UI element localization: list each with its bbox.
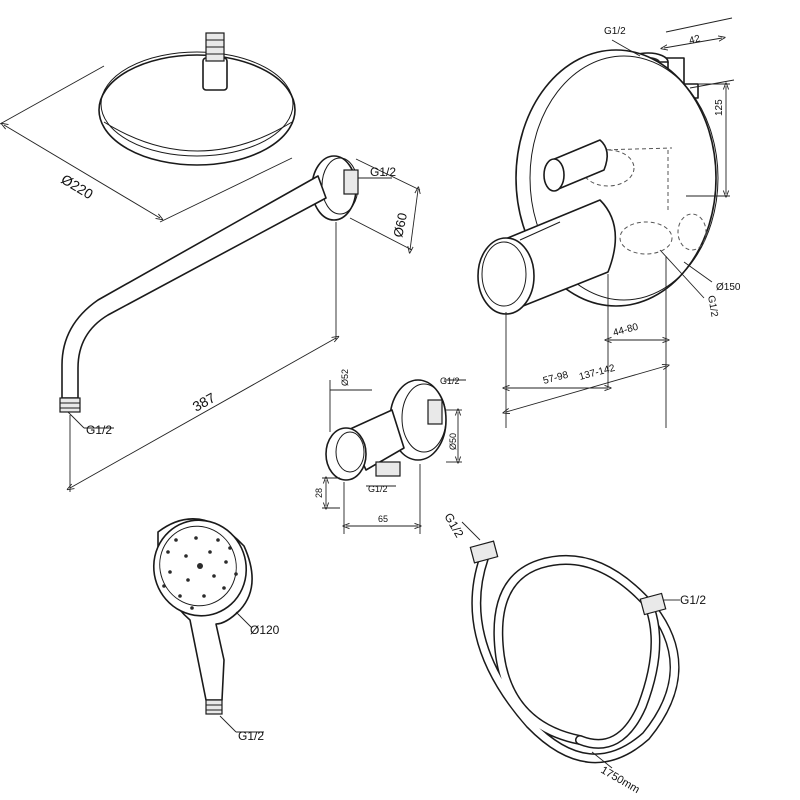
handshower-diameter-label: Ø120	[250, 623, 280, 637]
elbow-height-label: 28	[314, 488, 324, 498]
mixer-plate-diameter-label: Ø150	[716, 282, 741, 293]
elbow-diameter-label: Ø50	[448, 433, 458, 450]
rain-shower-head: Ø220	[0, 32, 296, 223]
arm-thread-label: G1/2	[370, 165, 396, 179]
elbow-thread-top-label: G1/2	[440, 376, 460, 386]
handshower-thread-label: G1/2	[238, 729, 264, 743]
nozzle-pattern	[162, 536, 238, 610]
shower-arm: Ø60 G1/2 387 G1/2	[59, 155, 420, 492]
hose-thread-end-label: G1/2	[680, 593, 706, 607]
shower-hose: G1/2 G1/2 1750mm	[441, 511, 706, 796]
elbow-width-label: Ø52	[340, 369, 350, 386]
hose-length-label: 1750mm	[599, 764, 642, 796]
mixer-side-thread-label: G1/2	[705, 295, 720, 319]
mixer-depth-label: 42	[688, 33, 702, 47]
mixer-height-label: 125	[714, 99, 725, 116]
arm-end-thread-label: G1/2	[86, 423, 112, 437]
flange-diameter-label: Ø60	[390, 211, 410, 238]
head-diameter-label: Ø220	[58, 171, 96, 202]
mixer-total-range-label: 137-142	[578, 363, 617, 383]
concealed-mixer: 42 125 G1/2 Ø150 G1/2 44-80 57-98 137-14…	[477, 17, 741, 428]
hose-thread-top-label: G1/2	[441, 511, 466, 541]
wall-elbow-holder: Ø52 G1/2 Ø50 28 G1/2 65	[314, 369, 466, 534]
arm-length-label: 387	[190, 389, 218, 414]
elbow-depth-label: 65	[378, 514, 388, 524]
mixer-top-thread-label: G1/2	[604, 26, 626, 37]
elbow-thread-bottom-label: G1/2	[368, 484, 388, 494]
hand-shower: Ø120 G1/2	[152, 518, 280, 743]
mixer-handle-range-label: 57-98	[542, 370, 570, 387]
mixer-body-range-label: 44-80	[612, 322, 640, 339]
